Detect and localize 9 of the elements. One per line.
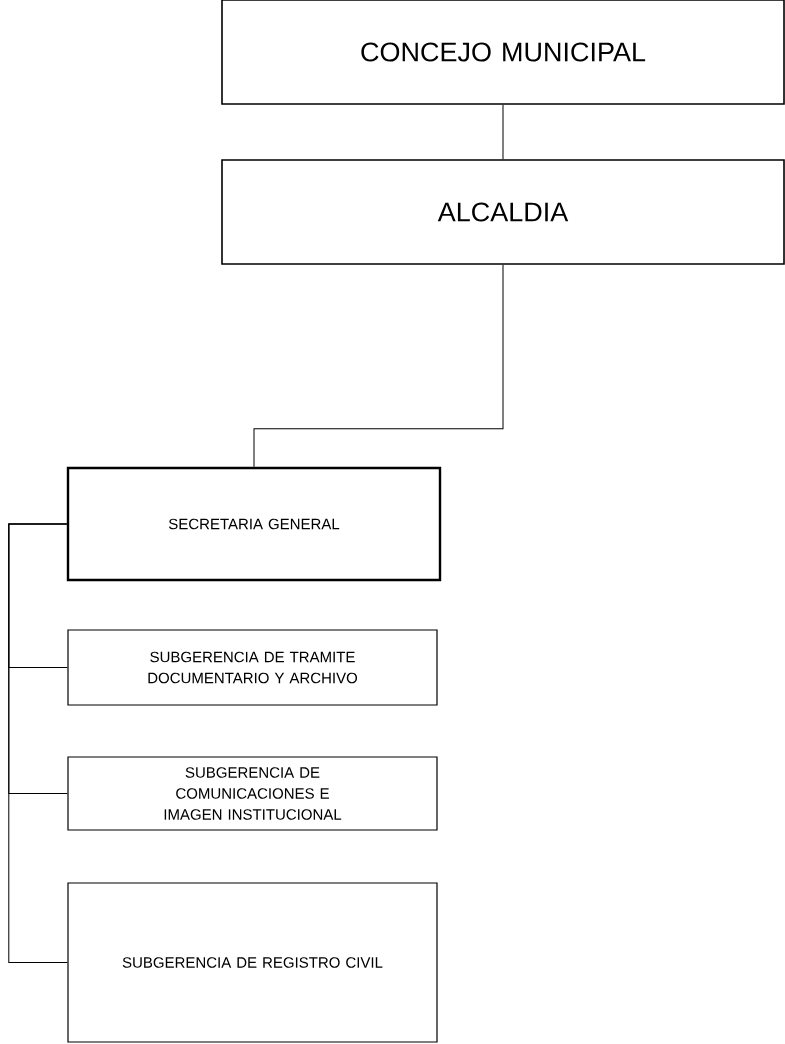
connector-line xyxy=(502,104,504,160)
connector-line xyxy=(253,264,504,468)
unit-box: CONCEJO MUNICIPAL xyxy=(221,0,785,105)
unit-box: SUBGERENCIA DE REGISTRO CIVIL xyxy=(67,882,438,1043)
unit-box: SECRETARIA GENERAL xyxy=(66,466,442,582)
connector-line xyxy=(8,523,68,963)
unit-box: SUBGERENCIA DE COMUNICACIONES E IMAGEN INSTITUCIONAL xyxy=(67,756,438,831)
unit-box: ALCALDIA xyxy=(221,159,785,265)
unit-box: SUBGERENCIA DE TRAMITE DOCUMENTARIO Y ARCHIVO xyxy=(67,629,438,706)
